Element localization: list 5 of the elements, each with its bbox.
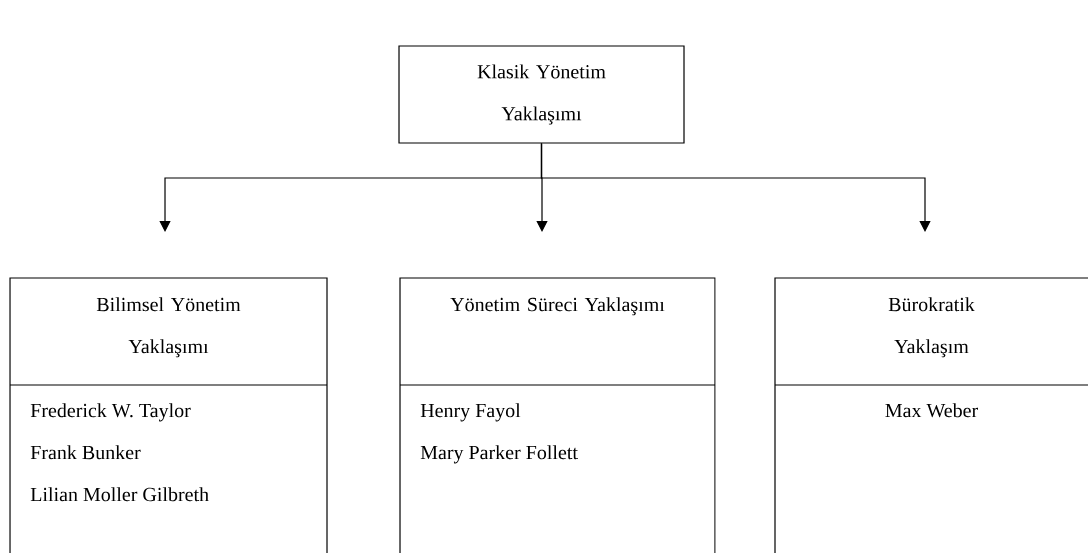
category-box: Yönetim Süreci Yaklaşımı Henry Fayol Mary Parker Follett: [399, 277, 716, 553]
category-box: Bilimsel Yönetim Yaklaşımı Frederick W. Taylor Frank Bunker Lilian Moller Gilbreth: [9, 277, 328, 553]
arrow: [540, 143, 931, 232]
category-box: Bürokratik Yaklaşım Max Weber: [774, 277, 1088, 553]
category-box: Klasik Yönetim Yaklaşımı: [398, 45, 685, 144]
